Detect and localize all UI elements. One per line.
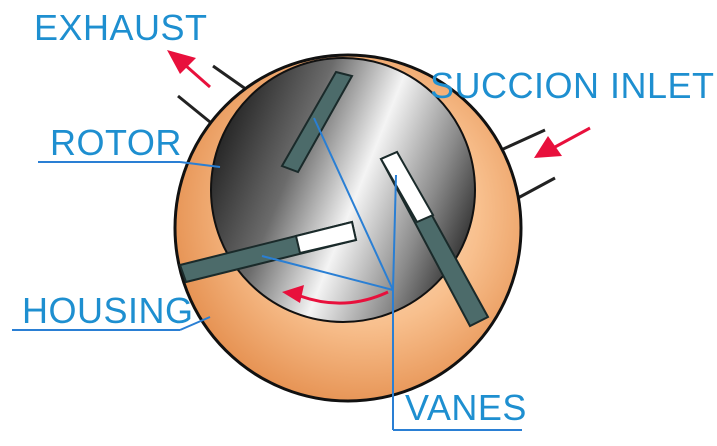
exhaust-flow-arrow-icon [184, 63, 211, 89]
label-suction-inlet: SUCCION INLET [430, 65, 715, 106]
rotation-arrowhead-icon [282, 285, 304, 303]
exhaust-arrowhead-icon [167, 50, 196, 74]
label-exhaust: EXHAUST [34, 7, 208, 48]
vane-top [280, 70, 354, 174]
label-rotor: ROTOR [50, 122, 182, 163]
exhaust-port-line-lower [177, 94, 211, 124]
leader-lines [12, 117, 522, 431]
vane-left [178, 220, 358, 284]
vane-right [379, 150, 490, 328]
inlet-flow-arrow-icon [554, 126, 591, 149]
rotation-arrow-icon [299, 290, 389, 305]
inlet-arrowhead-icon [534, 136, 562, 158]
label-vanes: VANES [405, 387, 527, 428]
exhaust-port-line-upper [212, 64, 251, 94]
label-housing: HOUSING [22, 290, 194, 331]
